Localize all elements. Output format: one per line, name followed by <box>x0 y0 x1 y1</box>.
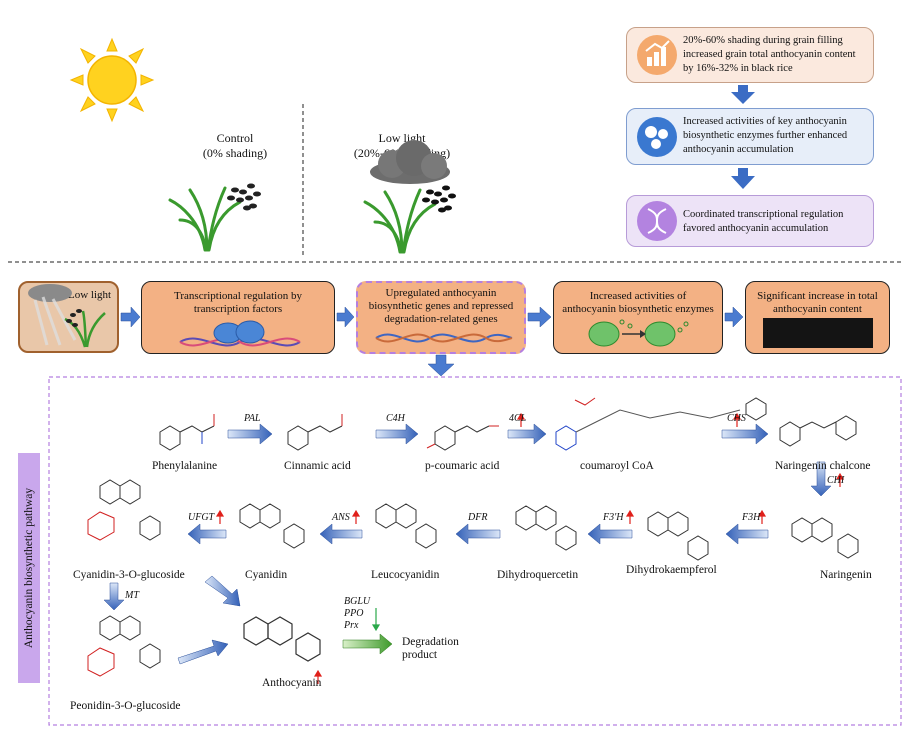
flow-step-enzymes: Increased activities of anthocyanin bios… <box>553 281 723 354</box>
enzyme-dfr: DFR <box>468 512 488 523</box>
compound-degradation-product: Degradation product <box>402 636 459 661</box>
arrow-mt <box>103 582 125 611</box>
flow-arrow-2 <box>336 306 355 328</box>
flow-arrow-3 <box>527 306 552 328</box>
arrow-4cl <box>507 423 547 445</box>
enzyme-f3h: F3H <box>742 512 761 523</box>
arrow-ans <box>319 523 363 545</box>
pathway-dashed-frame <box>48 376 902 726</box>
arrow-dfr <box>455 523 501 545</box>
arrow-chs <box>721 423 769 445</box>
enzyme-chi: CHI <box>827 475 845 486</box>
flow-arrow-down <box>427 354 455 377</box>
enzyme-molecule-icon <box>637 117 677 157</box>
control-label: Control(0% shading) <box>202 131 268 160</box>
naringenin-structure <box>791 517 859 559</box>
compound-cyanidin-3-o-glucoside: Cyanidin-3-O-glucoside <box>73 569 185 581</box>
enzyme-reaction-icon <box>588 319 689 347</box>
growth-chart-icon <box>637 35 677 75</box>
arrow-f3h <box>725 523 769 545</box>
pathway-side-label: Anthocyanin biosynthetic pathway <box>18 453 40 683</box>
compound-dihydrokaempferol: Dihydrokaempferol <box>626 564 717 576</box>
enzyme-mt: MT <box>125 590 139 601</box>
black-rice-grains-image <box>763 318 873 348</box>
arrow-ufgt <box>187 523 227 545</box>
enzyme-f3prime-h: F3'H <box>603 512 624 523</box>
compound-anthocyanin: Anthocyanin <box>262 677 322 689</box>
flow-arrow-1 <box>120 306 141 328</box>
dihydrokaempferol-structure <box>647 511 709 561</box>
enzyme-chs: CHS <box>727 413 746 424</box>
dna-icon <box>637 201 677 241</box>
enzyme-ufgt: UFGT <box>188 512 215 523</box>
arrow-to-anthocyanin-1 <box>204 575 241 607</box>
compound-cyanidin: Cyanidin <box>245 569 288 581</box>
leucocyanidin-structure <box>375 503 437 549</box>
compound-cinnamic-acid: Cinnamic acid <box>284 460 351 472</box>
arrow-chi <box>810 461 832 497</box>
compound-coumaroyl-coa: coumaroyl CoA <box>580 460 654 472</box>
enzyme-pal: PAL <box>244 413 261 424</box>
naringenin-chalcone-structure <box>779 415 857 447</box>
cloud-icon <box>370 140 450 184</box>
enzyme-ans: ANS <box>332 512 350 523</box>
summary-box-transcription: Coordinated transcriptional regulation f… <box>626 195 874 247</box>
summary-arrow-1 <box>731 85 755 104</box>
p-coumaric-acid-structure <box>426 425 499 451</box>
compound-naringenin-chalcone: Naringenin chalcone <box>775 460 871 472</box>
enzyme-prx: Prx <box>344 620 359 631</box>
dna-helix-genes-icon <box>375 333 513 343</box>
dihydroquercetin-structure <box>515 505 577 551</box>
compound-naringenin: Naringenin <box>820 569 872 581</box>
summary-arrow-2 <box>731 168 755 189</box>
compound-dihydroquercetin: Dihydroquercetin <box>497 569 579 581</box>
arrow-pal <box>227 423 273 445</box>
compound-p-coumaric-acid: p-coumaric acid <box>425 460 500 472</box>
arrow-degradation <box>342 633 393 655</box>
cinnamic-acid-structure <box>287 414 343 451</box>
coumaroyl-coa-structure <box>555 397 767 451</box>
enzyme-c4h: C4H <box>386 413 405 424</box>
summary-box-enzymes: Increased activities of key anthocyanin … <box>626 108 874 165</box>
cyanidin-3-o-glucoside-structure <box>87 479 161 541</box>
arrow-f3prime-h <box>587 523 633 545</box>
rice-plant-lowlight-icon <box>363 185 456 254</box>
dna-helix-transcription-icon <box>179 320 301 347</box>
cyanidin-structure <box>239 503 305 549</box>
rice-plant-control-icon <box>168 183 261 252</box>
enzyme-bglu: BGLU <box>344 596 371 607</box>
phenylalanine-structure <box>159 414 215 451</box>
compound-leucocyanidin: Leucocyanidin <box>371 569 440 581</box>
compound-peonidin-3-o-glucoside: Peonidin-3-O-glucoside <box>70 700 181 712</box>
peonidin-3-o-glucoside-structure <box>87 615 161 677</box>
arrow-to-anthocyanin-2 <box>177 639 229 665</box>
compound-phenylalanine: Phenylalanine <box>152 460 218 472</box>
arrow-c4h <box>375 423 419 445</box>
anthocyanin-structure <box>243 616 321 662</box>
enzyme-4cl: 4CL <box>509 413 527 424</box>
enzyme-ppo: PPO <box>344 608 364 619</box>
flow-arrow-4 <box>724 306 744 328</box>
